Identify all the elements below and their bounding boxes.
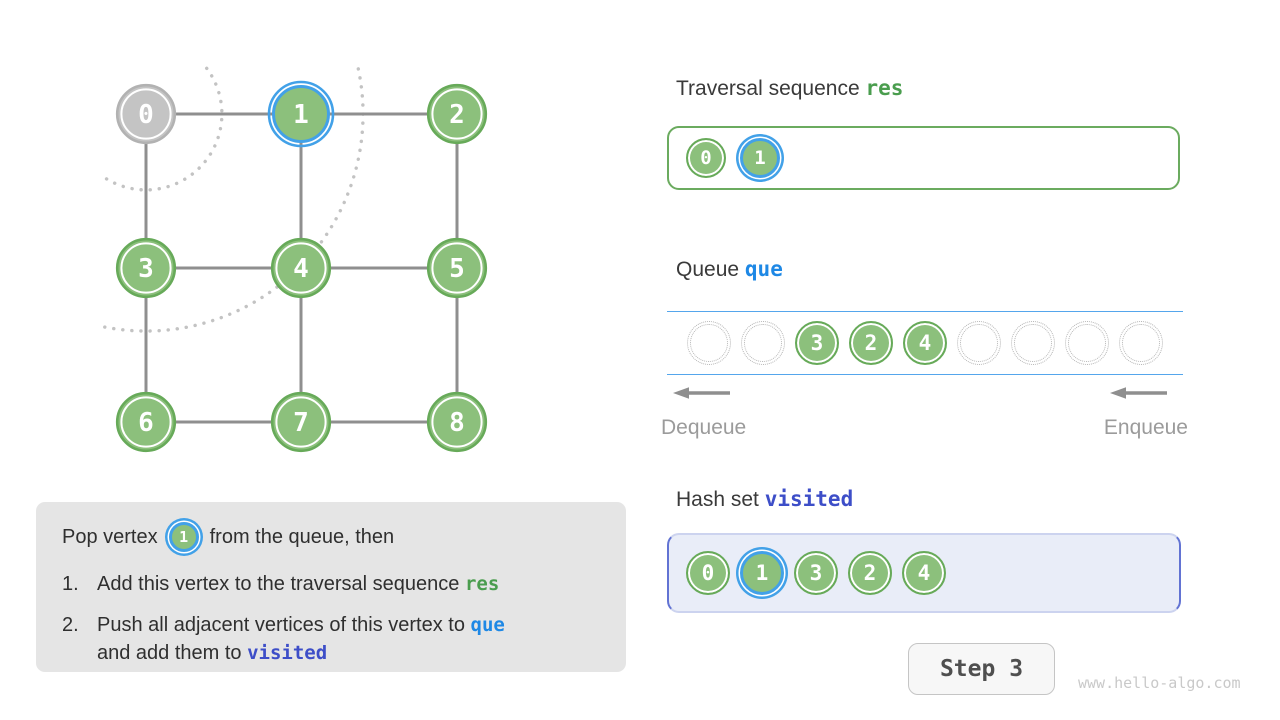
res-code-label: res (865, 76, 904, 100)
graph-vertex-label: 2 (449, 100, 465, 130)
explanation-item-text: Add this vertex to the traversal sequenc… (97, 573, 500, 595)
queue-slot-7 (1065, 321, 1109, 365)
graph-vertex-4: 4 (270, 237, 332, 299)
res-heading: Traversal sequence res (676, 76, 904, 100)
visited-item-0: 0 (686, 551, 730, 595)
queue-slot-3: 2 (849, 321, 893, 365)
graph-vertex-7: 7 (270, 391, 332, 453)
graph-vertex-label: 7 (293, 408, 309, 438)
queue-slot-6 (1011, 321, 1055, 365)
explanation-line1-pre: Pop vertex (62, 525, 158, 548)
enqueue-arrow-icon (1110, 387, 1167, 399)
graph-vertex-6: 6 (115, 391, 177, 453)
explanation-item-2: 2. Push all adjacent vertices of this ver… (62, 611, 602, 667)
graph-vertex-0: 0 (115, 83, 177, 145)
bfs-level-arc-2 (99, 67, 365, 333)
visited-item-3: 2 (848, 551, 892, 595)
queue-code-label: que (744, 257, 783, 281)
graph-svg: 0 1 2 3 4 5 6 7 8 (98, 66, 488, 453)
visited-item-2: 3 (794, 551, 838, 595)
queue-slot-8 (1119, 321, 1163, 365)
res-item-1: 1 (740, 138, 780, 178)
explanation-item-text: Push all adjacent vertices of this verte… (97, 614, 505, 664)
visited-heading: Hash set visited (676, 487, 854, 511)
enqueue-label: Enqueue (1103, 416, 1188, 439)
step-button[interactable]: Step 3 (908, 643, 1055, 695)
explanation-line1: Pop vertex 1 from the queue, then (62, 517, 602, 557)
queue-heading: Queue que (676, 257, 783, 281)
graph-vertex-label: 1 (293, 100, 309, 130)
visited-item-4: 4 (902, 551, 946, 595)
graph-vertex-8: 8 (426, 391, 488, 453)
graph-vertex-1: 1 (267, 80, 335, 148)
queue-slot-2: 3 (795, 321, 839, 365)
graph-vertex-5: 5 (426, 237, 488, 299)
queue-slot-0 (687, 321, 731, 365)
res-item-0: 0 (686, 138, 726, 178)
explanation-item-number: 1. (62, 573, 79, 595)
graph-vertex-3: 3 (115, 237, 177, 299)
graph-vertex-label: 6 (138, 408, 154, 438)
explanation-list: 1. Add this vertex to the traversal seque… (62, 570, 602, 667)
popped-vertex-badge: 1 (168, 522, 199, 552)
queue-slot-5 (957, 321, 1001, 365)
graph-vertex-label: 4 (293, 254, 309, 284)
graph-vertex-label: 3 (138, 254, 154, 284)
queue-slot-1 (741, 321, 785, 365)
dequeue-label: Dequeue (661, 416, 747, 439)
visited-item-1: 1 (740, 551, 784, 595)
explanation-item-number: 2. (62, 614, 79, 636)
graph-vertex-label: 5 (449, 254, 465, 284)
explanation-box: Pop vertex 1 from the queue, then 1. Add … (36, 502, 626, 672)
explanation-line1-post: from the queue, then (209, 525, 395, 548)
watermark: www.hello-algo.com (1078, 674, 1241, 692)
explanation-item-1: 1. Add this vertex to the traversal seque… (62, 570, 602, 598)
graph-vertex-label: 0 (138, 100, 154, 130)
graph-vertex-2: 2 (426, 83, 488, 145)
bfs-level-arc-1 (98, 66, 224, 192)
dequeue-arrow-icon (673, 387, 730, 399)
visited-code-label: visited (764, 487, 854, 511)
queue-slot-4: 4 (903, 321, 947, 365)
graph-vertex-label: 8 (449, 408, 465, 438)
